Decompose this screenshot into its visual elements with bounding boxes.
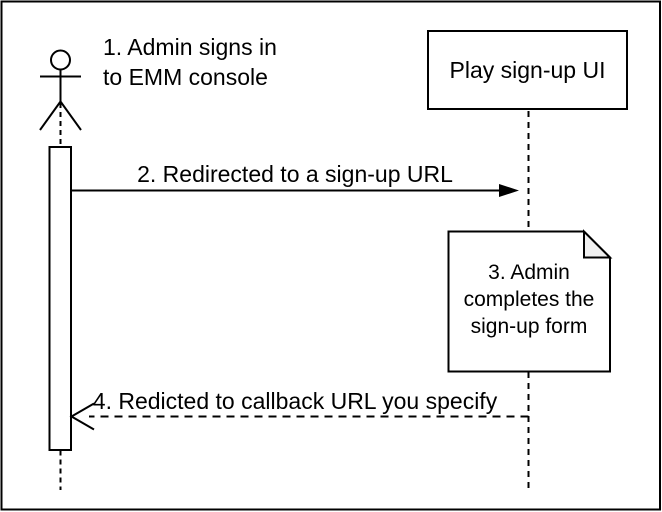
actor-activation-bar	[48, 146, 72, 451]
actor-figure	[39, 49, 82, 131]
note-line-3: sign-up form	[470, 315, 588, 338]
note-shape	[447, 230, 611, 373]
message-4-label: 4. Redicted to callback URL you specify	[92, 388, 498, 414]
note-label: 3. Admin completes the sign-up form	[448, 259, 610, 340]
message-1-label: 1. Admin signs in to EMM console	[103, 32, 277, 92]
message-2-arrowhead	[499, 184, 519, 197]
note-line-2: completes the	[463, 288, 595, 311]
note-line-1: 3. Admin	[488, 261, 570, 284]
participant-label: Play sign-up UI	[449, 56, 606, 83]
participant-play-signup-ui: Play sign-up UI	[427, 30, 628, 110]
message-1-line-1: 1. Admin signs in	[103, 34, 277, 60]
message-2-label: 2. Redirected to a sign-up URL	[137, 161, 453, 187]
actor-left-leg	[39, 100, 62, 131]
message-4-open-arrowhead	[69, 402, 95, 431]
actor-right-leg	[59, 100, 82, 131]
actor-head	[50, 49, 71, 71]
note-fold-corner	[583, 229, 613, 259]
message-1-line-2: to EMM console	[103, 64, 268, 90]
